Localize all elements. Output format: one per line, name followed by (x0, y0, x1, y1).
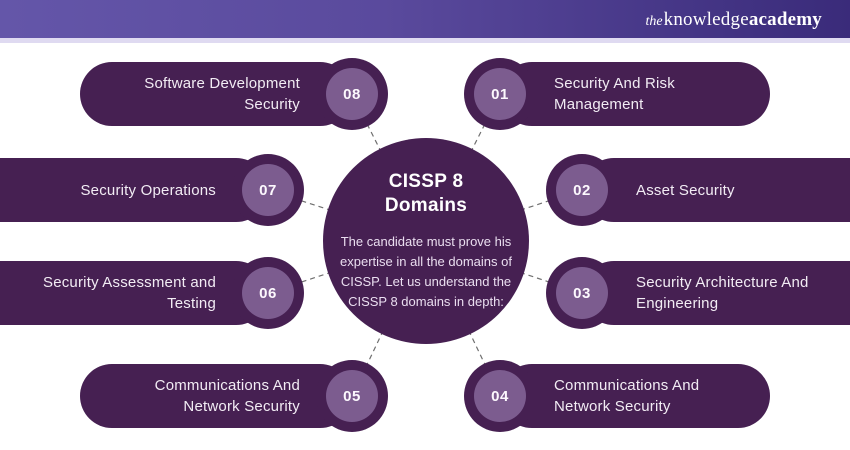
domain-item-04: 04 Communications And Network Security (464, 360, 770, 432)
center-title-line1: CISSP 8 (388, 170, 464, 192)
domain-number-badge: 02 (556, 164, 608, 216)
domain-number-badge: 03 (556, 267, 608, 319)
logo-academy: academy (748, 8, 822, 30)
domain-label: Communications And Network Security (554, 377, 700, 415)
center-description: The candidate must prove his expertise i… (340, 233, 512, 310)
center-title: CISSP 8 Domains (385, 170, 467, 219)
domain-label: Security Assessment and Testing (42, 274, 216, 312)
logo-the: the (645, 13, 663, 29)
domain-number: 05 (343, 387, 361, 405)
domain-number-badge: 05 (326, 370, 378, 422)
domain-item-06: 06 Security Assessment and Testing (0, 257, 304, 329)
domain-number-badge: 07 (242, 164, 294, 216)
domain-label: Security Architecture And Engineering (636, 274, 809, 312)
domain-label: Security And Risk Management (554, 75, 675, 113)
header-divider-strip (0, 38, 850, 43)
domain-number-badge: 06 (242, 267, 294, 319)
domain-item-01: 01 Security And Risk Management (464, 58, 770, 130)
domain-number: 01 (491, 85, 509, 103)
domain-item-08: 08 Software Development Security (80, 58, 388, 130)
domain-number: 04 (491, 387, 509, 405)
domain-label: Security Operations (80, 181, 216, 199)
domain-number: 03 (573, 284, 591, 302)
domain-label: Software Development Security (144, 75, 300, 113)
domain-number-badge: 01 (474, 68, 526, 120)
domain-item-05: 05 Communications And Network Security (80, 360, 388, 432)
domain-number: 06 (259, 284, 277, 302)
domain-number: 07 (259, 181, 277, 199)
domain-number: 08 (343, 85, 361, 103)
domain-number-badge: 08 (326, 68, 378, 120)
domain-label: Communications And Network Security (154, 377, 300, 415)
domain-item-02: 02 Asset Security (546, 154, 850, 226)
domain-item-03: 03 Security Architecture And Engineering (546, 257, 850, 329)
logo-knowledge: knowledge (663, 8, 749, 30)
center-circle: CISSP 8 Domains The candidate must prove… (323, 138, 529, 344)
domain-number: 02 (573, 181, 591, 199)
center-title-line2: Domains (384, 195, 468, 217)
domain-label: Asset Security (636, 181, 735, 199)
domain-item-07: 07 Security Operations (0, 154, 304, 226)
domain-number-badge: 04 (474, 370, 526, 422)
